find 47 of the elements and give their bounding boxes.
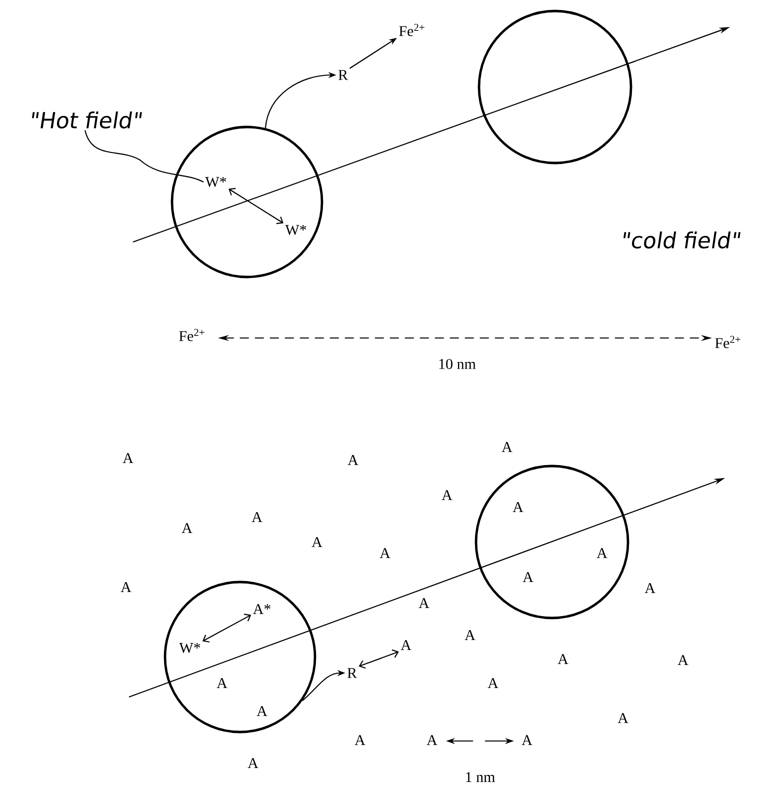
species-label: A (522, 572, 534, 582)
species-label: A (348, 455, 358, 465)
species-label: A (256, 706, 268, 716)
species-label: A (120, 582, 132, 592)
spur-circle (170, 126, 324, 278)
species-label: W* (285, 224, 306, 236)
species-label: A (488, 678, 498, 688)
species-label: A (644, 583, 656, 593)
species-label: A (354, 735, 366, 745)
leader-line (84, 130, 204, 182)
species-label: A (418, 598, 430, 608)
species-label: A (522, 735, 532, 745)
species-label: Fe$^{2+}$ (715, 336, 740, 348)
species-label: A (182, 523, 192, 533)
handwritten-label: "Hot field" (32, 111, 142, 129)
species-label: A* (252, 604, 270, 614)
species-label: A (502, 442, 512, 452)
species-label: A (596, 548, 608, 558)
species-label: A (252, 512, 262, 522)
species-label: R (338, 70, 348, 80)
spur-circle (164, 580, 316, 734)
arrow (358, 649, 399, 669)
species-label: A (400, 640, 412, 650)
species-label: A (426, 735, 438, 745)
species-label: A (122, 453, 134, 463)
species-label: A (558, 654, 568, 664)
handwritten-label: "cold field" (623, 232, 740, 249)
dimension-label: 1 nm (466, 772, 495, 782)
species-label: A (248, 758, 258, 768)
species-label: W* (179, 643, 200, 654)
species-label: A (380, 548, 390, 558)
species-label: A (442, 490, 452, 500)
species-label: A (464, 630, 476, 640)
dimension-label: 10 nm (439, 358, 476, 370)
species-label: A (216, 678, 228, 688)
arrow (202, 614, 252, 643)
species-label: A (312, 537, 322, 547)
species-label: Fe$^{2+}$ (179, 328, 204, 342)
spur-circle (478, 10, 632, 164)
species-label: A (512, 502, 524, 512)
arrow (228, 188, 284, 224)
species-label: A (678, 655, 688, 665)
species-label: R (347, 668, 357, 678)
species-label: Fe$^{2+}$ (399, 24, 424, 36)
spur-circle (474, 464, 630, 620)
species-label: W* (205, 176, 226, 188)
species-label: A (618, 713, 628, 723)
